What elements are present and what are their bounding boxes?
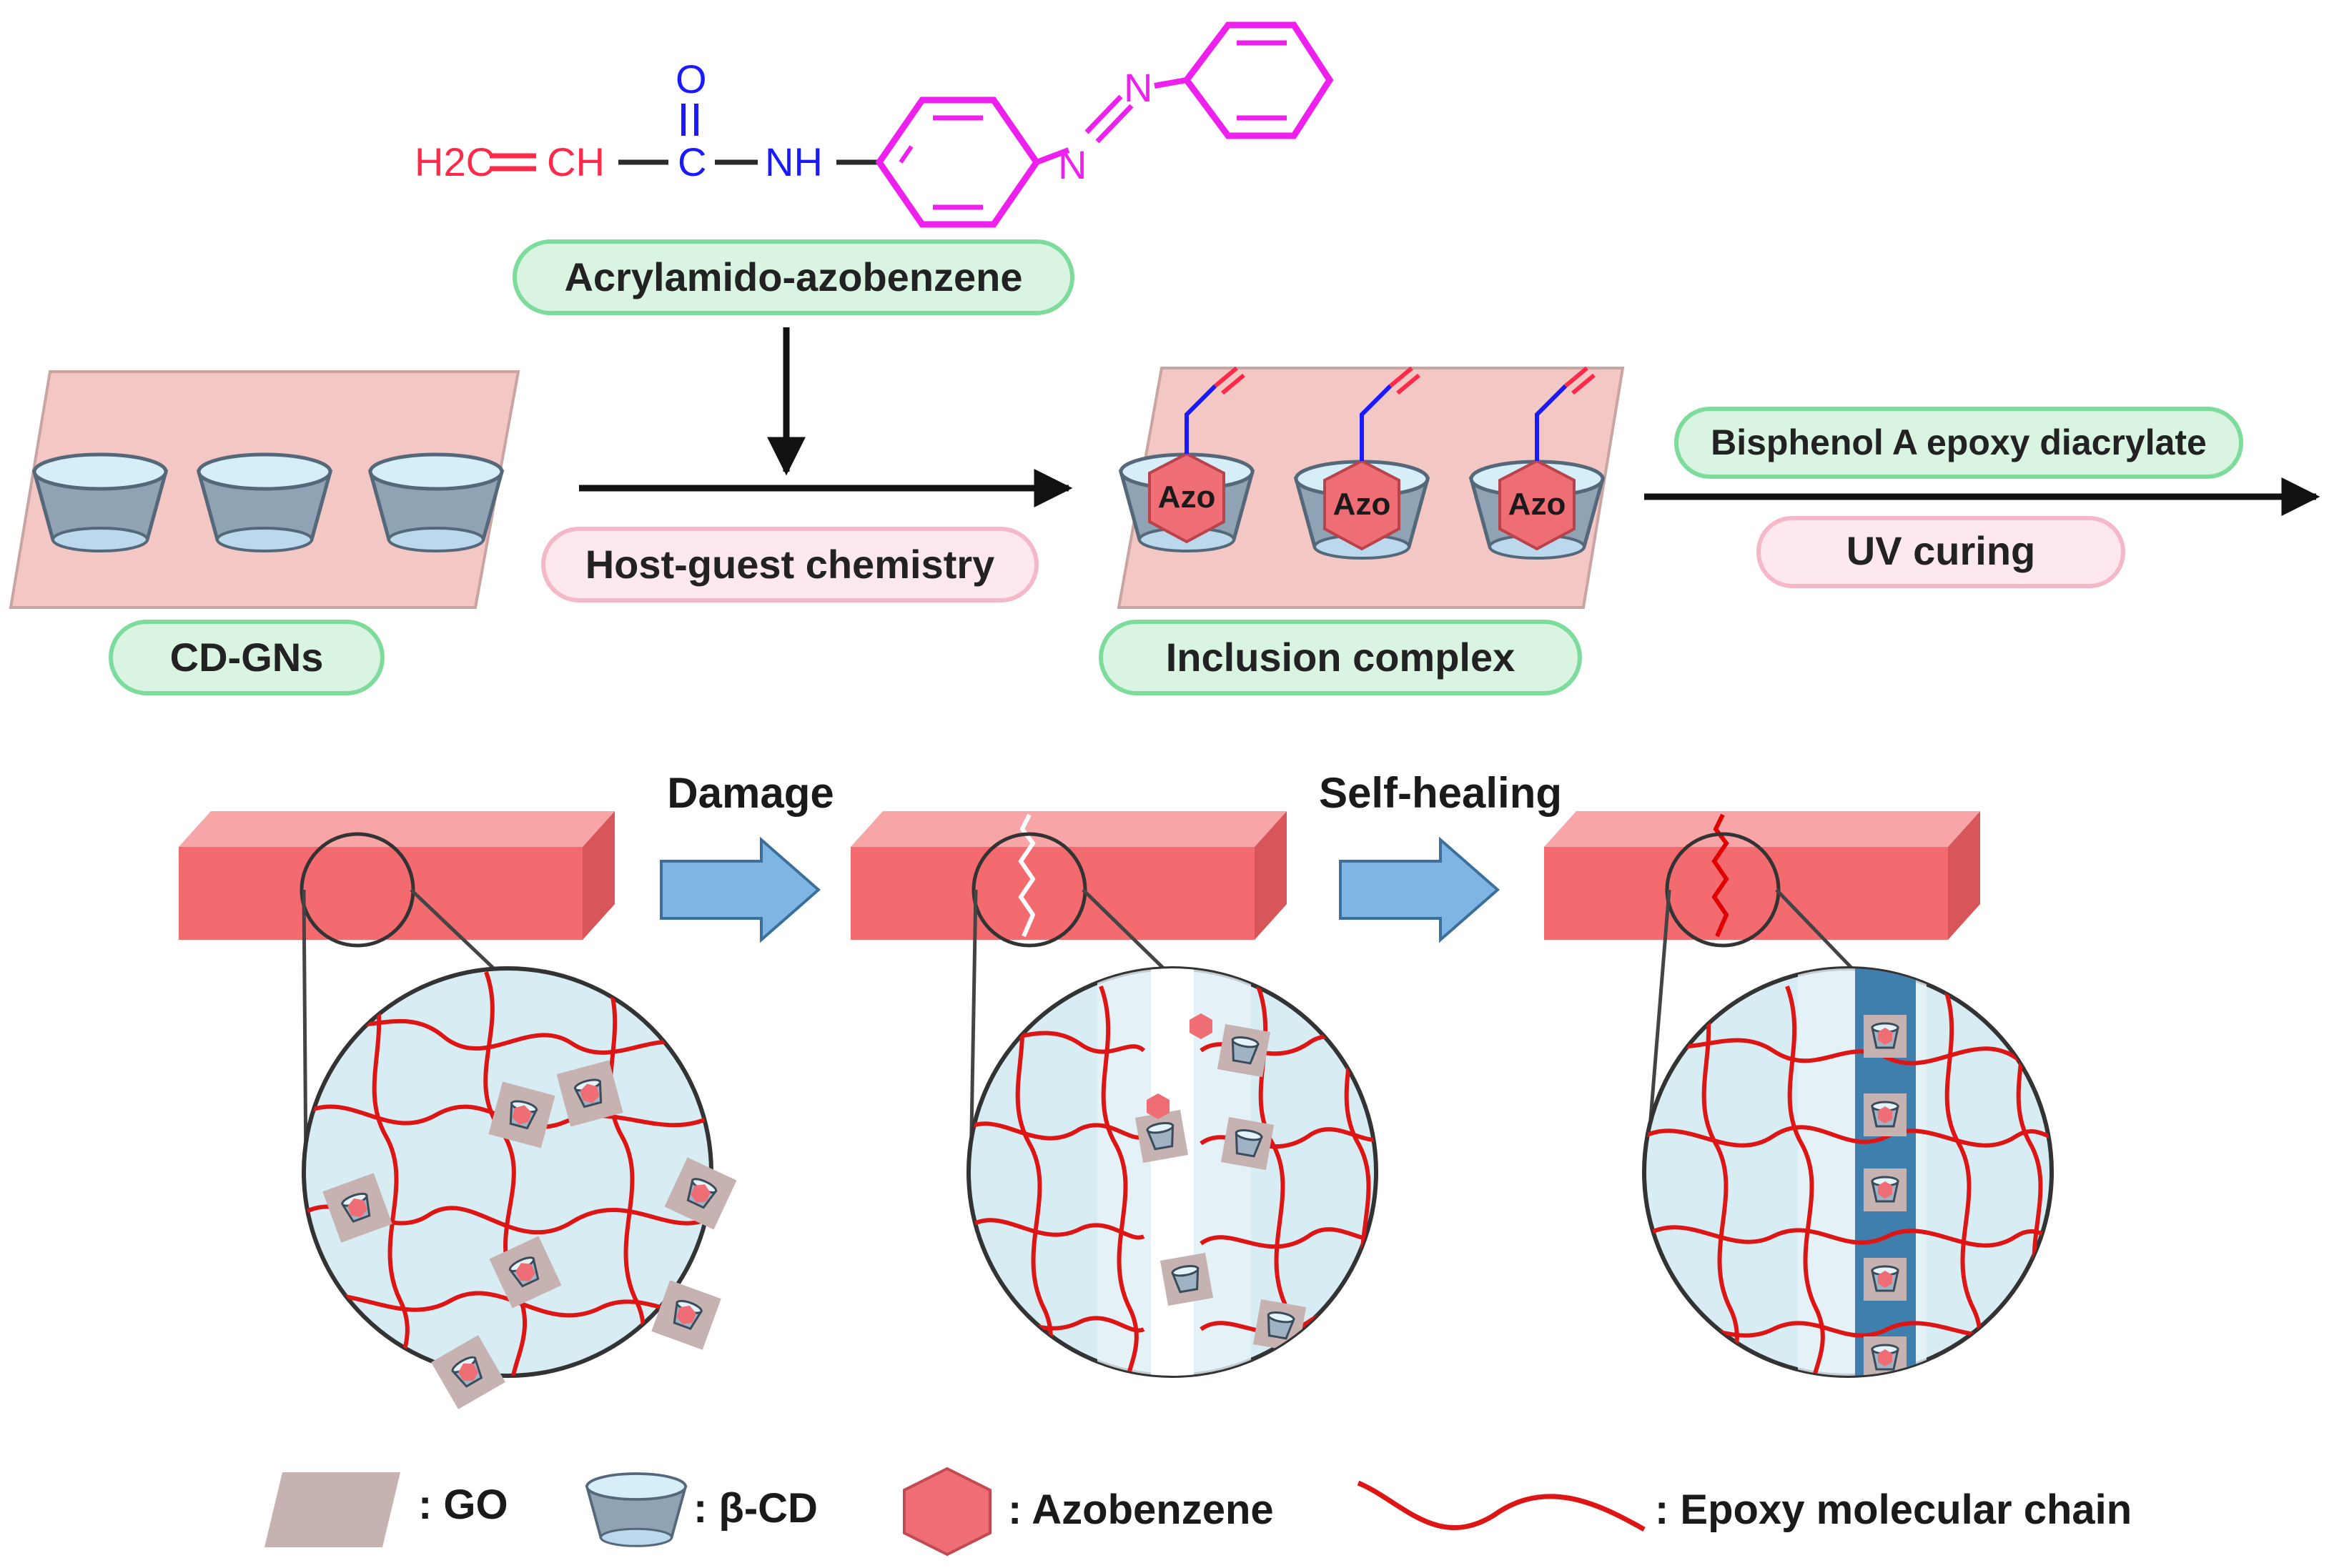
azobenzene-hexagon-icon <box>1323 459 1400 551</box>
damage-arrow: Damage <box>660 769 834 943</box>
nh-text: NH <box>765 139 823 184</box>
acrylamido-azobenzene-pill: Acrylamido-azobenzene <box>513 239 1074 315</box>
acrylamido-label: Acrylamido-azobenzene <box>564 254 1022 299</box>
cd-gns-label: CD-GNs <box>170 635 324 680</box>
go-cd-azo-sheets <box>322 1060 737 1409</box>
azobenzene-hexagon-icon <box>1498 459 1576 551</box>
healed-crack <box>1711 813 1729 938</box>
zoom-circle-pristine <box>302 966 737 1409</box>
legend-epoxy-label: : Epoxy molecular chain <box>1655 1487 2132 1533</box>
carbonyl-c-text: C <box>678 139 706 184</box>
carbonyl-o-text: O <box>676 56 707 101</box>
epoxy-bar-damaged <box>851 811 1287 948</box>
go-sheet-icon <box>264 1472 400 1547</box>
h2c-text: H2C <box>415 139 495 184</box>
beta-cd-cup-icon <box>585 1472 687 1548</box>
n-n-double-2 <box>1095 104 1134 144</box>
bisphenol-label: Bisphenol A epoxy diacrylate <box>1711 422 2207 462</box>
host-guest-label: Host-guest chemistry <box>585 542 995 587</box>
azo-label: Azo <box>1508 487 1566 522</box>
epoxy-chain-icon <box>1357 1480 1646 1532</box>
damage-label: Damage <box>667 769 834 817</box>
legend-azobenzene-label: : Azobenzene <box>1008 1487 1274 1533</box>
azobenzene-hexagon-icon <box>1148 452 1225 544</box>
uv-label: UV curing <box>1846 528 2035 573</box>
uv-curing-pill: UV curing <box>1756 516 2125 588</box>
legend-beta-cd: : β-CD <box>585 1472 818 1548</box>
inclusion-unit: Azo <box>1296 366 1428 558</box>
cd-gns-substrate <box>9 370 520 609</box>
acrylamido-azobenzene-structure: H2C CH C O NH N N <box>415 21 1334 228</box>
arrow-right-icon <box>1339 836 1500 943</box>
epoxy-bar-healed <box>1544 811 1980 948</box>
inclusion-unit: Azo <box>1121 366 1252 551</box>
zoom-circle-damaged <box>966 966 1378 1378</box>
azo-label: Azo <box>1333 487 1391 522</box>
arrow-right-icon <box>660 836 821 943</box>
phenyl-ring-2 <box>1182 21 1334 139</box>
legend-epoxy: : Epoxy molecular chain <box>1357 1480 2132 1533</box>
n-ring-bond <box>1154 77 1187 89</box>
inclusion-label: Inclusion complex <box>1166 635 1515 680</box>
inclusion-unit: Azo <box>1471 366 1603 558</box>
legend: : GO : β-CD : Azobenzene : Epoxy molecul… <box>264 1467 2132 1557</box>
epoxy-bar-pristine <box>179 811 615 948</box>
cd-gns-pill: CD-GNs <box>109 620 385 695</box>
legend-go: : GO <box>264 1472 508 1547</box>
host-guest-pill: Host-guest chemistry <box>541 527 1039 602</box>
crack <box>1018 813 1036 938</box>
self-healing-arrow: Self-healing <box>1319 769 1562 943</box>
azobenzene-hexagon-icon <box>903 1467 992 1557</box>
legend-go-label: : GO <box>418 1482 508 1528</box>
legend-beta-cd-label: : β-CD <box>693 1485 818 1532</box>
azo-label: Azo <box>1158 480 1216 515</box>
zoom-circle-healed <box>1642 966 2054 1378</box>
legend-azobenzene: : Azobenzene <box>903 1467 1274 1557</box>
bisphenol-pill: Bisphenol A epoxy diacrylate <box>1674 407 2243 479</box>
ring1-inner-3 <box>899 145 914 164</box>
inclusion-complex-substrate: Azo Azo Azo <box>1117 366 1625 609</box>
beta-cd-cup-icon <box>370 455 502 551</box>
azo-n1-text: N <box>1058 142 1087 187</box>
ch-text: CH <box>547 139 605 184</box>
beta-cd-cup-icon <box>199 455 330 551</box>
azo-n2-text: N <box>1124 65 1152 110</box>
self-healing-label: Self-healing <box>1319 769 1562 817</box>
ring-n-bond <box>1035 147 1070 165</box>
n-n-double-1 <box>1084 94 1123 134</box>
inclusion-complex-pill: Inclusion complex <box>1099 620 1582 695</box>
beta-cd-cup-icon <box>34 455 166 551</box>
